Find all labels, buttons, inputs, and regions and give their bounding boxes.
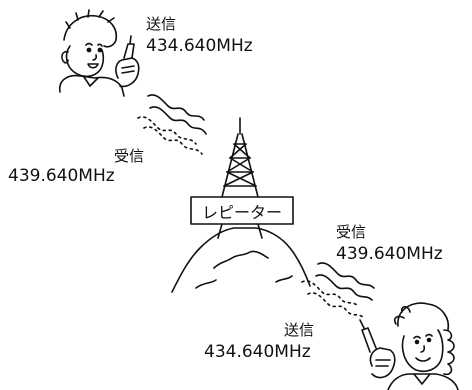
radio-waves xyxy=(137,94,375,319)
mountain-illustration xyxy=(171,227,311,293)
wave-solid-a xyxy=(317,262,375,289)
left-receive-action: 受信 xyxy=(113,147,144,165)
woman-transmit-frequency: 434.640MHz xyxy=(204,342,311,362)
woman-with-radio-illustration xyxy=(359,302,459,390)
right-receive-frequency: 439.640MHz xyxy=(336,244,443,264)
repeater-label: レピーター xyxy=(201,202,282,222)
wave-solid-lower xyxy=(149,106,207,135)
wave-solid-b xyxy=(315,274,373,301)
repeater-tower xyxy=(190,117,294,239)
repeater-label-box xyxy=(190,196,294,225)
left-receive-frequency: 439.640MHz xyxy=(8,166,115,186)
man-transmit-frequency: 434.640MHz xyxy=(146,36,253,56)
wave-dotted-b xyxy=(307,292,365,319)
right-receive-action: 受信 xyxy=(336,223,367,241)
man-with-radio-illustration xyxy=(58,9,140,97)
wave-dotted-1 xyxy=(137,116,197,145)
man-transmit-action: 送信 xyxy=(146,15,177,33)
wave-solid-upper xyxy=(147,94,205,121)
wave-dotted-2 xyxy=(143,126,203,155)
woman-transmit-action: 送信 xyxy=(283,321,314,339)
wave-dotted-a xyxy=(301,280,359,307)
